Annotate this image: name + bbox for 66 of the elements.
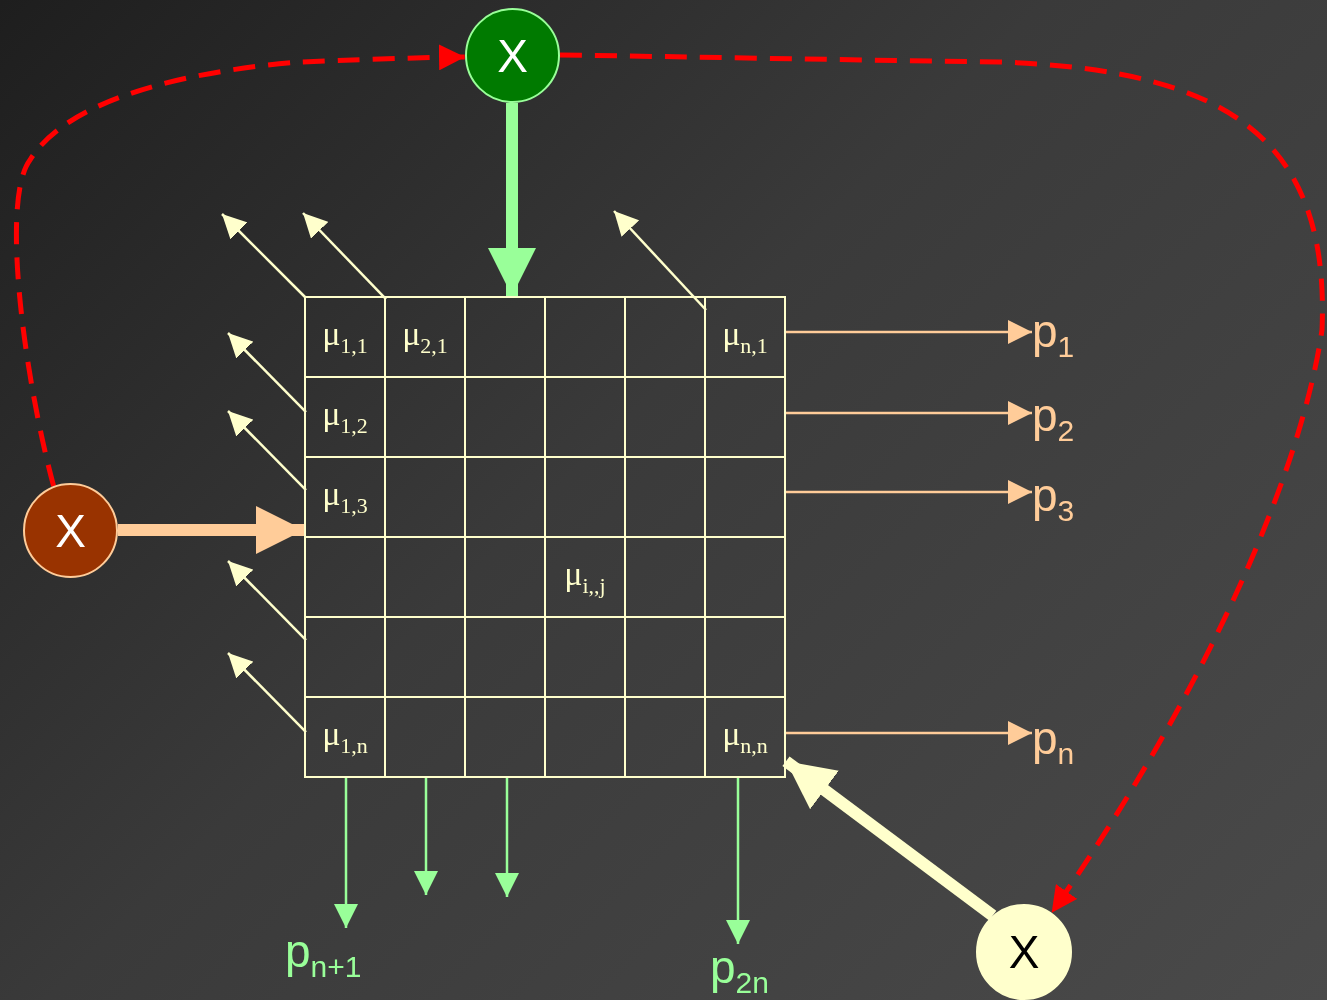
arrow (786, 401, 1032, 425)
matrix-cell (466, 458, 546, 538)
output-label: p$_{2}$ (1032, 392, 1075, 447)
matrix-cell (546, 698, 626, 778)
matrix-cell (466, 618, 546, 698)
matrix-cell: μ$_{1,3}$ (306, 458, 386, 538)
arrow (495, 778, 519, 897)
matrix-cell (386, 538, 466, 618)
matrix-cell: μ$_{1,2}$ (306, 378, 386, 458)
matrix-cell (626, 378, 706, 458)
matrix-cell (706, 458, 786, 538)
arrow (221, 213, 307, 299)
output-label: p$_{n}$ (1032, 715, 1075, 770)
arrow (786, 320, 1032, 344)
matrix-cell (386, 698, 466, 778)
matrix-cell (386, 458, 466, 538)
output-label: p$_{1}$ (1032, 308, 1075, 363)
matrix-cell (386, 618, 466, 698)
matrix-cell (466, 538, 546, 618)
arrow (302, 212, 387, 300)
arrow (414, 778, 438, 895)
arrow (786, 480, 1032, 504)
circle-node: X (23, 483, 118, 578)
matrix-cell (546, 298, 626, 378)
dashed-arrow (13, 44, 466, 487)
matrix-cell: μ$_{i,,j}$ (546, 538, 626, 618)
matrix-cell (306, 538, 386, 618)
matrix-cell: μ$_{n,1}$ (706, 298, 786, 378)
dashed-arrow (559, 52, 1325, 915)
arrow (726, 778, 750, 944)
matrix-cell: μ$_{2,1}$ (386, 298, 466, 378)
circle-node: X (465, 8, 560, 103)
matrix-cell (706, 378, 786, 458)
matrix-cell (626, 618, 706, 698)
arrow (227, 560, 307, 641)
arrow (488, 103, 536, 296)
matrix-cell (706, 618, 786, 698)
arrow (118, 506, 304, 554)
matrix-cell (546, 618, 626, 698)
matrix-cell (546, 458, 626, 538)
arrow (334, 778, 358, 928)
circle-node: X (976, 904, 1072, 1000)
arrow (786, 721, 1032, 745)
matrix-cell (466, 698, 546, 778)
arrow (613, 210, 707, 311)
arrow (227, 652, 307, 733)
matrix-cell (626, 538, 706, 618)
arrow (227, 332, 307, 413)
matrix-cell: μ$_{1,1}$ (306, 298, 386, 378)
matrix-grid (304, 296, 786, 778)
matrix-cell (626, 458, 706, 538)
matrix-cell (546, 378, 626, 458)
matrix-cell (466, 378, 546, 458)
matrix-cell (386, 378, 466, 458)
matrix-cell: μ$_{1,n}$ (306, 698, 386, 778)
matrix-cell (466, 298, 546, 378)
output-label: p$_{n+1}$ (285, 928, 362, 983)
output-label: p$_{3}$ (1032, 472, 1075, 527)
arrow (782, 756, 997, 921)
output-label: p$_{2n}$ (710, 944, 769, 999)
matrix-cell (306, 618, 386, 698)
matrix-cell (626, 298, 706, 378)
matrix-cell: μ$_{n,n}$ (706, 698, 786, 778)
matrix-cell (626, 698, 706, 778)
matrix-cell (706, 538, 786, 618)
arrow (227, 410, 307, 491)
